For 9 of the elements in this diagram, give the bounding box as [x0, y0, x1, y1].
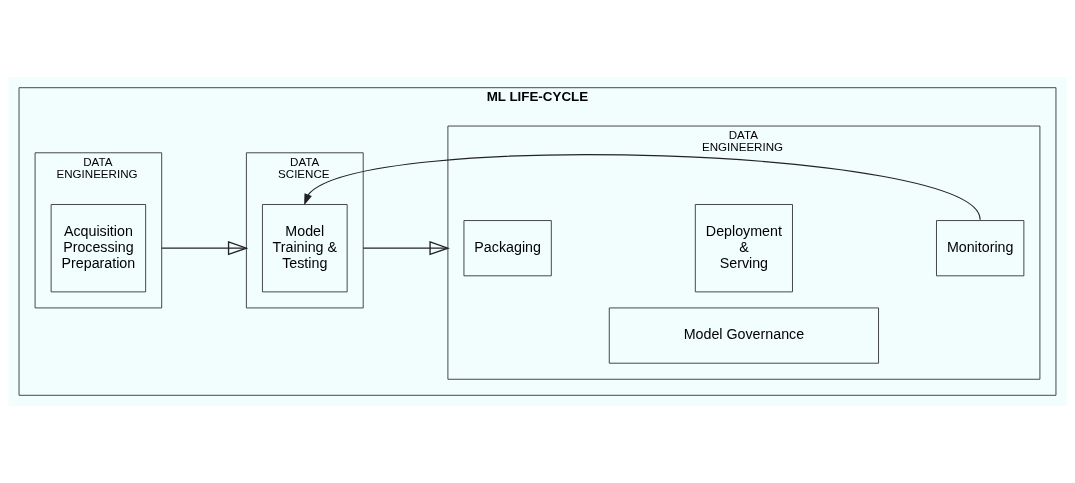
arrow	[304, 154, 981, 221]
node-box: Model Governance	[608, 307, 879, 364]
node-box: Packaging	[463, 220, 552, 277]
node-box: Deployment & Serving	[694, 204, 793, 293]
node-box: Acquisition Processing Preparation	[50, 204, 147, 293]
arrow	[362, 241, 450, 256]
arrow	[161, 241, 249, 256]
node-box: Monitoring	[936, 220, 1025, 277]
node-box: Model Training & Testing	[262, 204, 348, 293]
